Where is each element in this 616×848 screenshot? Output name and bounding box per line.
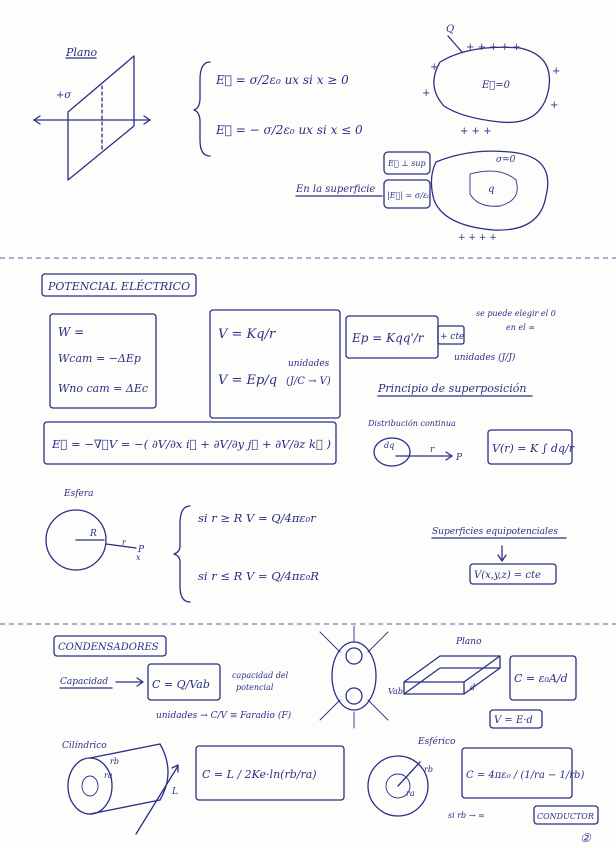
ep-constant: + cte [440, 332, 464, 342]
conductor-inside-field: E⃗=0 [481, 80, 511, 91]
integral-box [487, 429, 573, 465]
ep-note-1: se puede elegir el 0 [476, 309, 556, 318]
sphere-potential-inside: si r ≤ R V = Q/4πε₀R [198, 569, 319, 583]
svg-text:+: + [422, 88, 430, 99]
sphere-point: P [137, 545, 145, 555]
svg-text:+ + + + +: + + + + + [466, 42, 521, 53]
work-box [49, 313, 157, 409]
capacity-note-1: capacidad del [232, 671, 289, 680]
plane-diagram: Plano +σ [33, 46, 151, 181]
sphere-x: x [136, 553, 141, 562]
plate-equation: C = ε₀A/d [514, 672, 568, 685]
capacity-units: unidades → C/V ≡ Faradio (F) [156, 710, 292, 721]
sphere-shape [45, 509, 107, 571]
plate-distance: d [470, 683, 475, 692]
inner-sigma: σ=0 [496, 155, 516, 165]
cylinder-label: Cilíndrico [62, 740, 107, 751]
spherical-equation: C = 4πε₀ / (1/ra − 1/rb) [466, 770, 584, 781]
svg-text:+: + [430, 62, 438, 73]
capacity-box [147, 663, 221, 701]
spherical-result: CONDUCTOR [537, 812, 594, 821]
conductor-diagram: Q E⃗=0 + + + + + + + + + + + + [422, 24, 560, 137]
cylinder-ra: ra [104, 771, 113, 780]
work-line-2: Wcam = −ΔEp [58, 352, 141, 365]
svg-text:+ + + +: + + + + [458, 233, 497, 243]
svg-text:+: + [552, 66, 560, 77]
capacity-label: Capacidad [60, 677, 108, 687]
cylinder-box [195, 745, 345, 801]
gradient-box [43, 421, 337, 465]
sigma-label: +σ [56, 90, 72, 101]
sphere-capacitor-outer [367, 755, 429, 817]
ep-units: unidades (J/J) [454, 352, 516, 363]
plate-voltage: V = E·d [494, 715, 533, 726]
svg-text:+ + +: + + + [460, 126, 492, 137]
field-negative: E⃗ = − σ/2ε₀ ux si x ≤ 0 [215, 123, 363, 137]
potential-def-1: V = Kq/r [218, 327, 276, 342]
equipotential-equation: V(x,y,z) = cte [474, 570, 541, 581]
charge-element [373, 437, 411, 467]
plane-field-equations: E⃗ = σ/2ε₀ ux si x ≥ 0 E⃗ = − σ/2ε₀ ux s… [193, 61, 363, 157]
potential-title: POTENCIAL ELÉCTRICO [47, 279, 190, 293]
potential-def-box [209, 309, 341, 419]
inner-charge: q [488, 184, 494, 195]
sphere-r: r [122, 538, 127, 547]
spherical-label: Esférico [417, 736, 456, 747]
dq-point: P [455, 453, 463, 463]
surface-field-value: |E⃗| = σ/ε₀ [387, 191, 431, 200]
superposition-principle: Principio de superposición [377, 382, 526, 395]
surface-label: En la superficie [295, 184, 375, 195]
field-lines-diagram [319, 625, 389, 729]
sphere-capacitor-inner [385, 773, 411, 799]
cylinder-equation: C = L / 2Ke·ln(rb/ra) [202, 768, 317, 781]
gradient-equation: E⃗ = −∇⃗V = −( ∂V/∂x i⃗ + ∂V/∂y j⃗ + ∂V/… [51, 437, 331, 451]
sphere-label: Esfera [63, 489, 94, 499]
integral-equation: V(r) = K ∫ dq/r [492, 442, 575, 455]
work-line-1: W = [58, 325, 84, 339]
cylinder-length: L [171, 787, 178, 797]
sphere-potential-outside: si r ≥ R V = Q/4πε₀r [198, 511, 317, 525]
equipotential-label: Superficies equipotenciales [432, 527, 558, 537]
cylinder-rb: rb [110, 757, 119, 766]
ep-equation: Ep = Kqq'/r [351, 331, 425, 345]
sphere-radius: R [89, 529, 97, 539]
conductor-body [433, 46, 551, 124]
capacitors-title: CONDENSADORES [58, 642, 159, 653]
spherical-box [461, 747, 573, 799]
cavity [469, 170, 518, 207]
conductor-charge: Q [446, 24, 454, 35]
svg-text:+: + [550, 100, 558, 111]
cylinder-front [67, 757, 113, 815]
capacity-note-2: potencial [236, 683, 274, 692]
continuous-distribution: Distribución continua [367, 419, 456, 428]
plate-vab: Vab [388, 687, 403, 696]
potential-section: POTENCIAL ELÉCTRICO W = Wcam = −ΔEp Wno … [41, 273, 575, 603]
page-number: ② [580, 831, 592, 845]
plane-sheet [67, 55, 135, 181]
capacitors-section: CONDENSADORES Capacidad C = Q/Vab capaci… [53, 625, 599, 835]
spherical-rb: rb [424, 765, 433, 774]
field-positive: E⃗ = σ/2ε₀ ux si x ≥ 0 [215, 73, 349, 87]
dq-label: dq [384, 441, 394, 450]
plane-label: Plano [65, 46, 98, 59]
capacity-equation: C = Q/Vab [152, 678, 210, 691]
surface-field-diagram: E⃗ ⊥ sup |E⃗| = σ/ε₀ En la superficie q … [295, 150, 549, 243]
potential-def-2: V = Ep/q [218, 373, 277, 388]
equipotential-box [469, 563, 557, 585]
dq-distance: r [430, 445, 435, 455]
spherical-note: si rb → ∞ [448, 811, 485, 820]
ep-note-2: en el ∞ [506, 323, 535, 332]
plate-label: Plano [455, 637, 482, 647]
units-label: unidades [288, 359, 330, 369]
hollow-conductor [430, 150, 549, 231]
plate-box [509, 655, 577, 701]
surface-field-direction: E⃗ ⊥ sup [387, 159, 426, 168]
units-value: (J/C → V) [286, 376, 331, 387]
work-line-3: Wno cam = ΔEc [58, 382, 148, 395]
spherical-ra: ra [406, 789, 415, 798]
